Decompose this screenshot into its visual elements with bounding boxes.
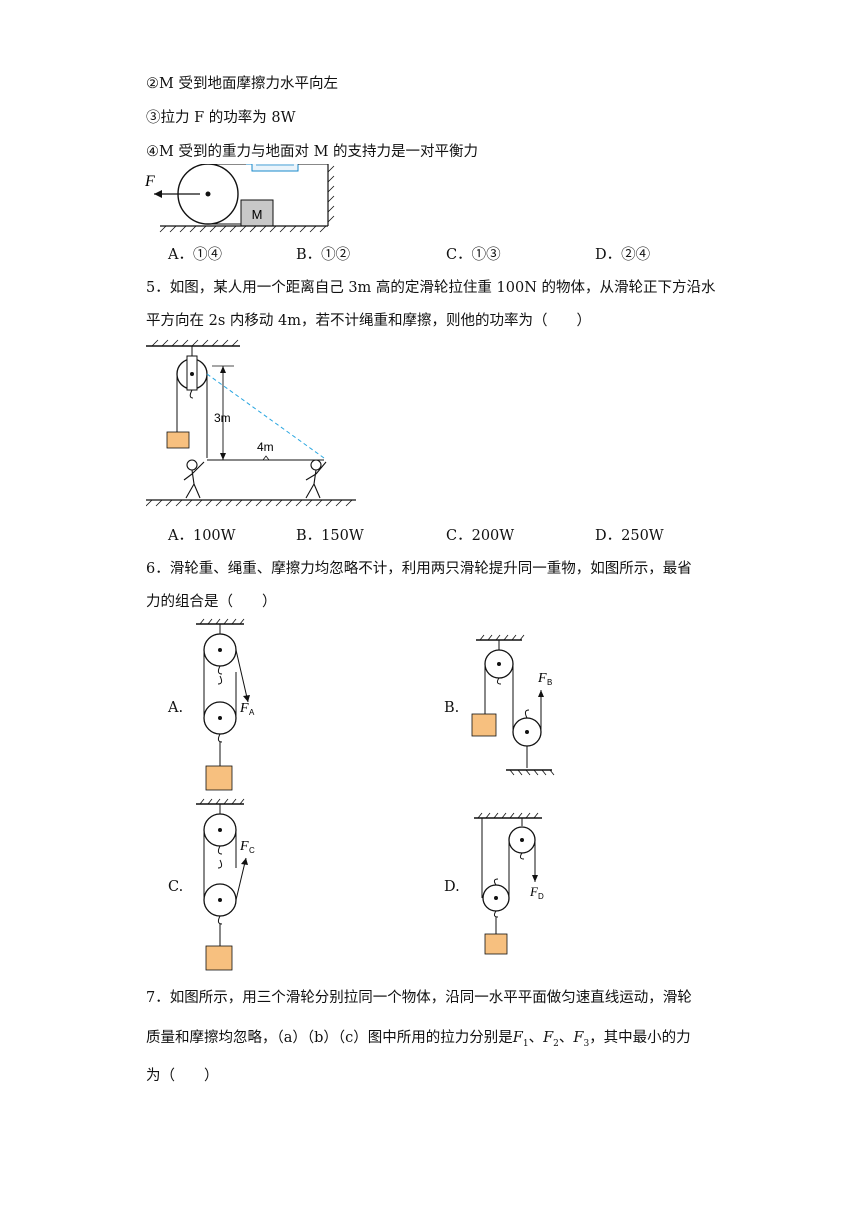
q5-option-c[interactable]: C．200W [446, 528, 515, 544]
svg-text:M: M [252, 207, 263, 222]
q4-option-c[interactable]: C．①③ [446, 247, 501, 263]
q4-item-4: ④M 受到的重力与地面对 M 的支持力是一对平衡力 [146, 144, 479, 160]
q6-stem-line-2: 力的组合是（ ） [146, 594, 277, 610]
q7-stem-line-1: 7．如图所示，用三个滑轮分别拉同一个物体，沿同一水平平面做匀速直线运动，滑轮 [146, 990, 692, 1006]
q7-stem-line-2: 质量和摩擦均忽略，（a）（b）（c）图中所用的拉力分别是F1、F2、F3，其中最… [146, 1030, 691, 1049]
weight-block [205, 765, 233, 791]
q6-option-d[interactable]: D. [444, 879, 460, 895]
q5-figure: 3m 4m [146, 339, 356, 507]
q6-option-a[interactable]: A. [168, 700, 184, 716]
person-left [183, 459, 205, 499]
weight-block [484, 933, 508, 955]
q6-figure-b: F B [471, 634, 555, 776]
q4-figure: F M [144, 164, 335, 233]
distance-label: 4m [257, 440, 274, 454]
q6-figure-d: F D [474, 812, 544, 955]
q6-option-b[interactable]: B. [444, 700, 460, 716]
q5-stem-line-2: 平方向在 2s 内移动 4m，若不计绳重和摩擦，则他的功率为（ ） [146, 313, 591, 329]
weight-block [471, 713, 497, 737]
q4-item-3: ③拉力 F 的功率为 8W [146, 110, 296, 126]
height-label: 3m [214, 411, 231, 425]
svg-text:A: A [249, 708, 255, 717]
q5-option-b[interactable]: B．150W [296, 528, 364, 544]
svg-text:D: D [538, 892, 544, 901]
q4-option-a[interactable]: A．①④ [168, 247, 222, 263]
spring-scale-icon [251, 164, 299, 172]
q4-force-label: F [144, 173, 155, 190]
q5-option-d[interactable]: D．250W [595, 528, 664, 544]
force-label-c: F [239, 839, 249, 854]
svg-text:C: C [249, 846, 255, 855]
q6-option-c[interactable]: C. [168, 879, 184, 895]
q6-figure-c: F C [196, 798, 255, 971]
q6-figure-a: F A [196, 618, 255, 791]
svg-text:B: B [547, 678, 552, 687]
q4-option-b[interactable]: B．①② [296, 247, 351, 263]
q7-stem-line-3: 为（ ） [146, 1068, 219, 1084]
force-label-b: F [537, 671, 547, 686]
weight-block [205, 945, 233, 971]
q5-option-a[interactable]: A．100W [168, 528, 236, 544]
weight-block [166, 431, 190, 449]
q6-stem-line-1: 6．滑轮重、绳重、摩擦力均忽略不计，利用两只滑轮提升同一重物，如图所示，最省 [146, 561, 692, 577]
q4-item-2: ②M 受到地面摩擦力水平向左 [146, 76, 338, 92]
q5-stem-line-1: 5．如图，某人用一个距离自己 3m 高的定滑轮拉住重 100N 的物体，从滑轮正… [146, 280, 716, 296]
block-m [240, 199, 274, 227]
person-right [305, 459, 327, 499]
force-label-a: F [239, 701, 249, 716]
force-label-d: F [529, 884, 539, 899]
q4-option-d[interactable]: D．②④ [595, 247, 651, 263]
